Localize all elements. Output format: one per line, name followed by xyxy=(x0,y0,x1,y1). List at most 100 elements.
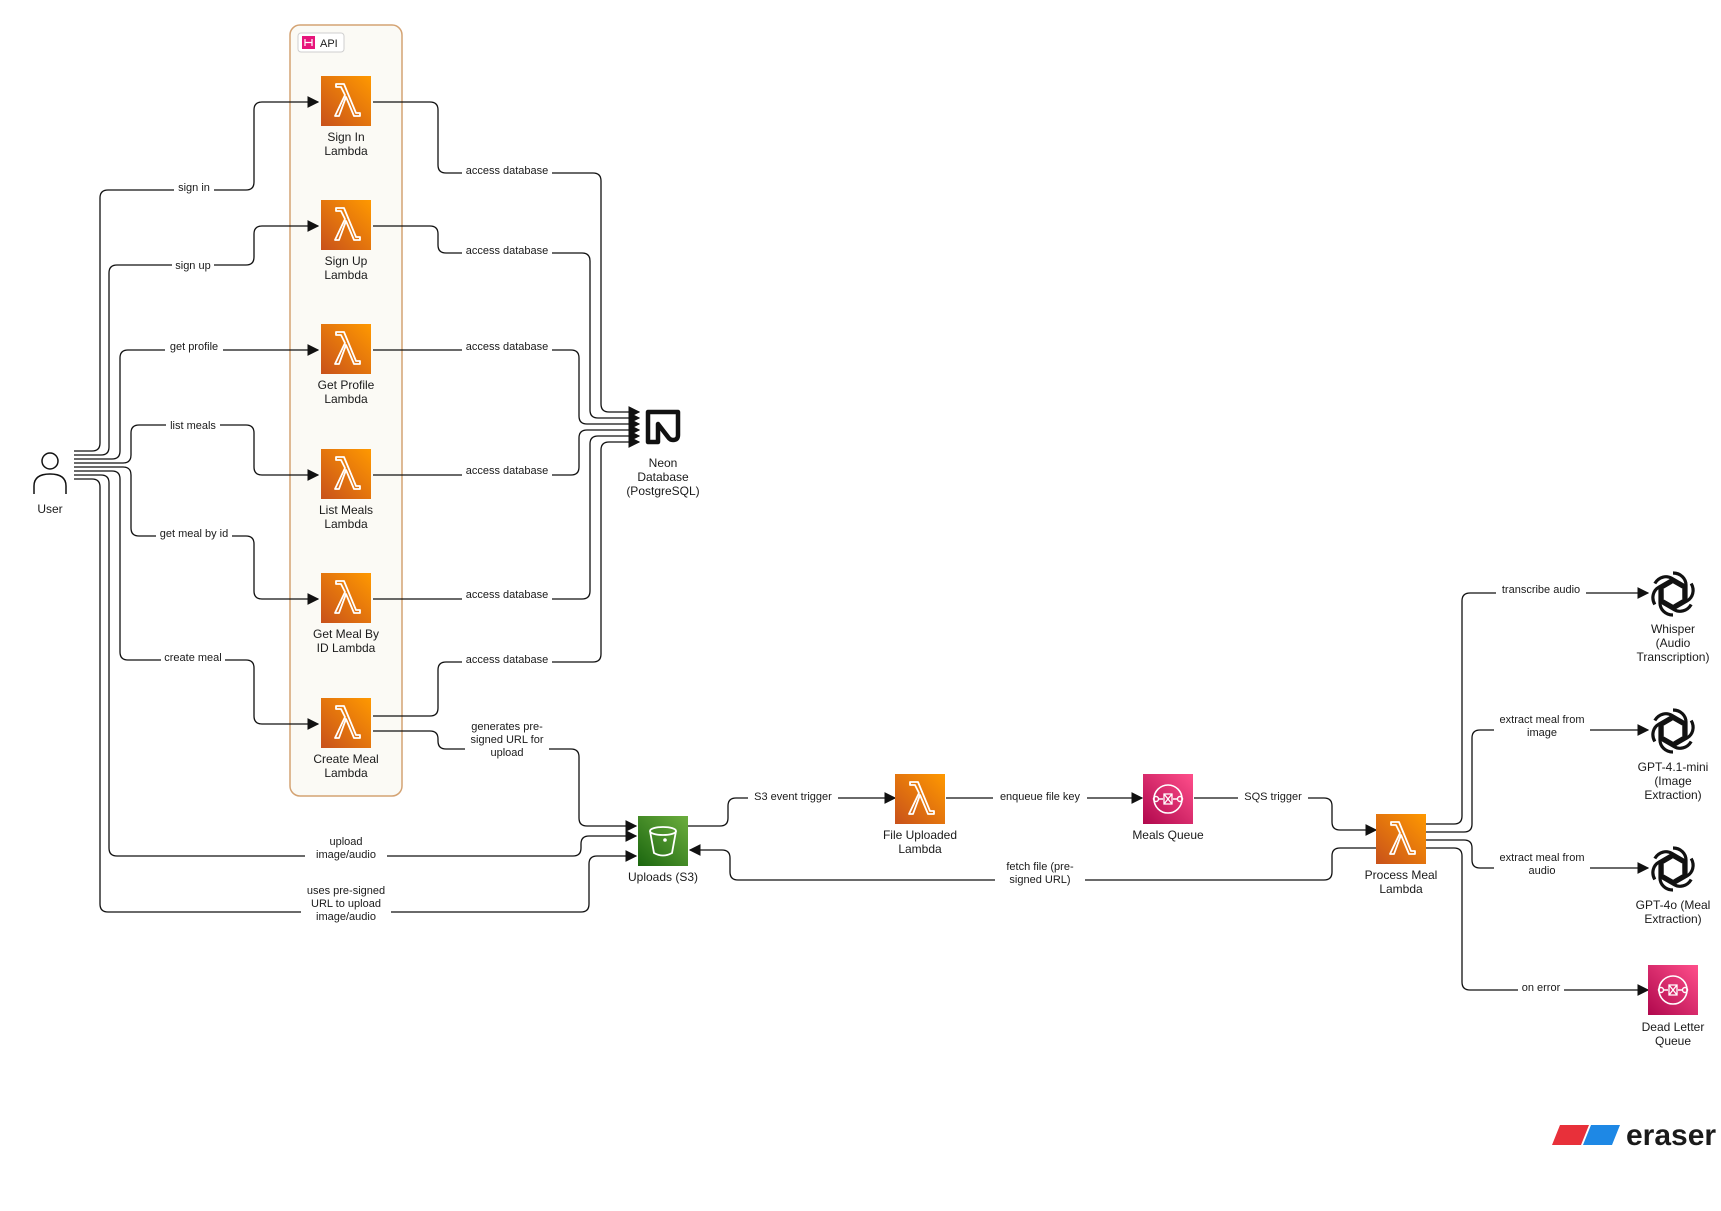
whisper-label-2: (Audio xyxy=(1656,636,1691,650)
svg-text:list meals: list meals xyxy=(170,420,216,432)
label-db-1: access database xyxy=(462,163,552,177)
svg-text:generates pre-: generates pre- xyxy=(471,721,543,733)
label-transcribe: transcribe audio xyxy=(1496,582,1586,596)
label-get-meal-by-id: get meal by id xyxy=(156,526,232,540)
svg-text:signed URL): signed URL) xyxy=(1009,874,1070,886)
node-get-profile-lambda[interactable]: Get Profile Lambda xyxy=(318,324,375,406)
meals-queue-label: Meals Queue xyxy=(1132,828,1204,842)
openai-icon xyxy=(1648,845,1698,893)
list-meals-lambda-label-2: Lambda xyxy=(324,517,368,531)
node-sign-in-lambda[interactable]: Sign In Lambda xyxy=(321,76,371,158)
sign-in-lambda-label-1: Sign In xyxy=(327,130,364,144)
s3-bucket-icon xyxy=(638,816,688,866)
file-uploaded-label-1: File Uploaded xyxy=(883,828,957,842)
dlq-label-2: Queue xyxy=(1655,1034,1691,1048)
label-db-2: access database xyxy=(462,243,552,257)
process-meal-label-1: Process Meal xyxy=(1365,868,1438,882)
edge-extract-image xyxy=(1425,724,1650,833)
svg-text:sign up: sign up xyxy=(175,260,210,272)
get-profile-lambda-label-2: Lambda xyxy=(324,392,368,406)
label-db-6: access database xyxy=(462,652,552,666)
sqs-icon xyxy=(1648,965,1698,1015)
svg-text:image/audio: image/audio xyxy=(316,849,376,861)
node-dead-letter-queue[interactable]: Dead Letter Queue xyxy=(1642,965,1705,1048)
list-meals-lambda-label-1: List Meals xyxy=(319,503,373,517)
lambda-icon xyxy=(1376,814,1426,864)
edge-labels: sign in sign up get profile list meals g… xyxy=(156,163,1590,994)
node-whisper[interactable]: Whisper (Audio Transcription) xyxy=(1637,570,1710,664)
svg-text:access database: access database xyxy=(466,465,549,477)
node-sign-up-lambda[interactable]: Sign Up Lambda xyxy=(321,200,371,282)
edge-create-meal xyxy=(74,470,320,730)
openai-icon xyxy=(1648,570,1698,618)
whisper-label-1: Whisper xyxy=(1651,622,1695,636)
svg-text:image: image xyxy=(1527,727,1557,739)
create-meal-lambda-label-1: Create Meal xyxy=(313,752,378,766)
svg-text:sign in: sign in xyxy=(178,182,210,194)
lambda-icon xyxy=(321,573,371,623)
label-db-5: access database xyxy=(462,587,552,601)
label-db-4: access database xyxy=(462,463,552,477)
svg-text:uses pre-signed: uses pre-signed xyxy=(307,885,385,897)
svg-text:SQS trigger: SQS trigger xyxy=(1244,791,1302,803)
label-on-error: on error xyxy=(1518,980,1564,994)
eraser-wordmark: eraser xyxy=(1626,1119,1716,1152)
label-get-profile: get profile xyxy=(165,339,223,353)
label-sign-up: sign up xyxy=(172,258,214,272)
lambda-icon xyxy=(321,76,371,126)
svg-text:transcribe audio: transcribe audio xyxy=(1502,584,1580,596)
openai-icon xyxy=(1648,707,1698,755)
edge-db-5 xyxy=(373,430,641,600)
get-profile-lambda-label-1: Get Profile xyxy=(318,378,375,392)
label-upload: upload image/audio xyxy=(305,834,387,862)
label-create-meal: create meal xyxy=(161,650,225,664)
label-sign-in: sign in xyxy=(174,180,214,194)
api-gateway-icon xyxy=(302,36,315,49)
svg-text:enqueue file key: enqueue file key xyxy=(1000,791,1081,803)
svg-text:get meal by id: get meal by id xyxy=(160,528,228,540)
label-db-3: access database xyxy=(462,339,552,353)
svg-text:audio: audio xyxy=(1529,865,1556,877)
neon-label-1: Neon xyxy=(649,456,678,470)
svg-text:extract meal from: extract meal from xyxy=(1500,852,1585,864)
node-user[interactable]: User xyxy=(33,452,67,516)
lambda-icon xyxy=(895,774,945,824)
get-meal-by-id-lambda-label-1: Get Meal By xyxy=(313,627,379,641)
svg-text:access database: access database xyxy=(466,589,549,601)
svg-text:create meal: create meal xyxy=(164,652,221,664)
label-list-meals: list meals xyxy=(166,418,220,432)
node-list-meals-lambda[interactable]: List Meals Lambda xyxy=(319,449,373,531)
node-gpt4o[interactable]: GPT-4o (Meal Extraction) xyxy=(1636,845,1711,926)
sqs-icon xyxy=(1143,774,1193,824)
lambda-icon xyxy=(321,324,371,374)
neon-label-2: Database xyxy=(637,470,689,484)
label-s3-event: S3 event trigger xyxy=(748,789,838,803)
sign-in-lambda-label-2: Lambda xyxy=(324,144,368,158)
node-get-meal-by-id-lambda[interactable]: Get Meal By ID Lambda xyxy=(313,573,379,655)
svg-text:upload: upload xyxy=(329,836,362,848)
edge-extract-audio xyxy=(1425,839,1650,874)
create-meal-lambda-label-2: Lambda xyxy=(324,766,368,780)
node-file-uploaded-lambda[interactable]: File Uploaded Lambda xyxy=(883,774,957,856)
label-enqueue: enqueue file key xyxy=(993,789,1087,803)
svg-text:on error: on error xyxy=(1522,982,1561,994)
gpt41mini-label-2: (Image xyxy=(1654,774,1692,788)
svg-text:signed URL for: signed URL for xyxy=(471,734,544,746)
edge-db-3 xyxy=(373,349,641,430)
sign-up-lambda-label-2: Lambda xyxy=(324,268,368,282)
node-meals-queue[interactable]: Meals Queue xyxy=(1132,774,1204,842)
svg-text:get profile: get profile xyxy=(170,341,218,353)
node-uploads-s3[interactable]: Uploads (S3) xyxy=(628,816,698,884)
node-create-meal-lambda[interactable]: Create Meal Lambda xyxy=(313,698,379,780)
node-gpt41-mini[interactable]: GPT-4.1-mini (Image Extraction) xyxy=(1638,707,1709,802)
svg-text:upload: upload xyxy=(490,747,523,759)
node-neon-database[interactable]: Neon Database (PostgreSQL) xyxy=(626,412,700,498)
svg-text:image/audio: image/audio xyxy=(316,911,376,923)
neon-icon xyxy=(648,412,678,442)
edge-s3-event xyxy=(688,792,897,827)
process-meal-label-2: Lambda xyxy=(1379,882,1423,896)
edge-sqs-trigger xyxy=(1194,797,1378,836)
edge-transcribe xyxy=(1425,587,1650,825)
svg-text:access database: access database xyxy=(466,341,549,353)
node-process-meal-lambda[interactable]: Process Meal Lambda xyxy=(1365,814,1438,896)
